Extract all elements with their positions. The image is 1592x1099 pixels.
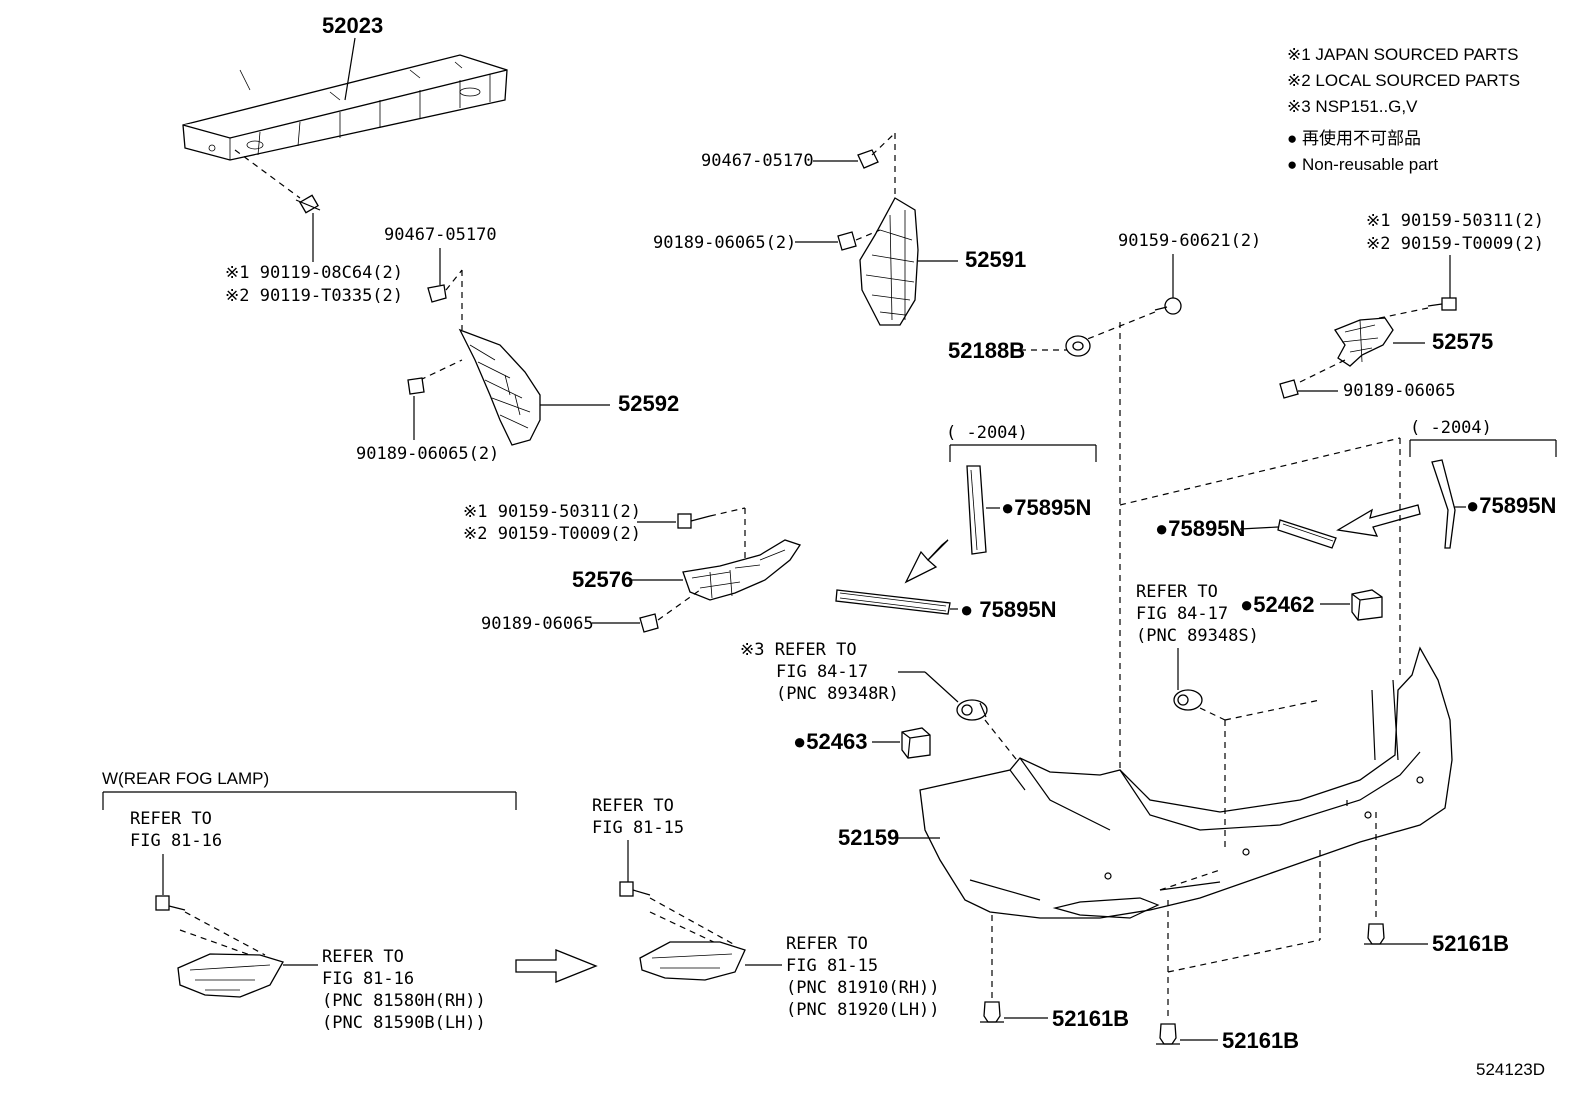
bracket-range-right: [1409, 439, 1557, 457]
bracket-52575[interactable]: [1334, 317, 1394, 367]
label-ref-81-15-b: FIG 81-15: [592, 818, 684, 838]
label-52188B: 52188B: [948, 338, 1025, 363]
label-90189-left-retainer: 90189-06065(2): [356, 444, 499, 464]
label-refS-pnc: (PNC 89348S): [1136, 626, 1259, 646]
clip-52161B-center[interactable]: [1156, 1023, 1180, 1045]
label-rear-fog-lamp: W(REAR FOG LAMP): [102, 769, 269, 788]
clip-90189-left-bracket[interactable]: [639, 613, 659, 633]
label-ref-81-15l-a: REFER TO: [786, 934, 868, 954]
reinforcement-52023[interactable]: [182, 54, 508, 161]
label-90189-center-retainer: 90189-06065(2): [653, 233, 796, 253]
label-52023: 52023: [322, 13, 383, 38]
label-75895N-left-upright: ●75895N: [1001, 495, 1091, 520]
label-75895N-left-flat: ● 75895N: [960, 597, 1056, 622]
label-ref3-pnc: (PNC 89348R): [776, 684, 899, 704]
clip-52188B[interactable]: [1065, 335, 1091, 357]
label-52161B-left: 52161B: [1052, 1006, 1129, 1031]
clip-90189-left[interactable]: [407, 377, 425, 395]
label-75895N-right-upright: ●75895N: [1466, 493, 1556, 518]
label-52575: 52575: [1432, 329, 1493, 354]
legend-local-sourced: ※2 LOCAL SOURCED PARTS: [1287, 71, 1520, 90]
label-ref-81-16l-d: (PNC 81590B(LH)): [322, 1013, 486, 1033]
arrow-right-reflector: [1336, 504, 1421, 537]
screw-fog-lamp-left[interactable]: [155, 895, 186, 911]
bolt-90119[interactable]: [295, 194, 321, 214]
label-90159-left-local: ※2 90159-T0009(2): [463, 524, 641, 544]
label-range-left: ( -2004): [946, 423, 1028, 443]
arrow-fog-lamp: [515, 949, 598, 983]
label-90159-left-japan: ※1 90159-50311(2): [463, 502, 641, 522]
fog-lamp-old[interactable]: [177, 953, 284, 998]
bracket-52576[interactable]: [682, 539, 802, 601]
label-range-right: ( -2004): [1410, 418, 1492, 438]
arrow-left-reflector: [904, 539, 949, 584]
label-ref3-fig: FIG 84-17: [776, 662, 868, 682]
label-ref-81-15-a: REFER TO: [592, 796, 674, 816]
label-refS-refer: REFER TO: [1136, 582, 1218, 602]
label-ref-81-15l-c: (PNC 81910(RH)): [786, 978, 940, 998]
diagram-id: 524123D: [1476, 1060, 1545, 1079]
label-52159: 52159: [838, 825, 899, 850]
label-52591: 52591: [965, 247, 1026, 272]
label-ref-81-16-b: FIG 81-16: [130, 831, 222, 851]
reflector-75895N-right-upright[interactable]: [1431, 459, 1456, 549]
bracket-fog-lamp: [102, 791, 517, 810]
reflector-75895N-left-flat[interactable]: [835, 589, 951, 615]
reflector-75895N-left-upright[interactable]: [966, 465, 987, 555]
label-90119-local: ※2 90119-T0335(2): [225, 286, 403, 306]
label-52463: ●52463: [793, 729, 867, 754]
legend-non-reusable-jp: ● 再使用不可部品: [1287, 128, 1421, 148]
retainer-52591[interactable]: [859, 197, 919, 326]
label-90119-japan: ※1 90119-08C64(2): [225, 263, 403, 283]
label-refS-fig: FIG 84-17: [1136, 604, 1228, 624]
label-52161B-center: 52161B: [1222, 1028, 1299, 1053]
bracket-range-left: [949, 444, 1097, 462]
legend-non-reusable-en: ● Non-reusable part: [1287, 155, 1438, 174]
bumper-cover-52159[interactable]: [919, 646, 1453, 919]
sensor-89348R[interactable]: [956, 699, 988, 721]
label-52462: ●52462: [1240, 592, 1314, 617]
label-ref-81-15l-b: FIG 81-15: [786, 956, 878, 976]
pad-52463[interactable]: [901, 727, 931, 759]
label-ref-81-16-a: REFER TO: [130, 809, 212, 829]
clip-90467-left[interactable]: [427, 284, 447, 303]
sensor-89348S[interactable]: [1173, 689, 1203, 711]
fog-lamp-new[interactable]: [639, 941, 746, 981]
label-75895N-right-flat: ●75895N: [1155, 516, 1245, 541]
label-ref3-refer: ※3 REFER TO: [740, 640, 857, 660]
clip-52161B-right[interactable]: [1364, 923, 1388, 945]
label-52592: 52592: [618, 391, 679, 416]
label-90189-left-bracket: 90189-06065: [481, 614, 594, 634]
label-ref-81-16l-a: REFER TO: [322, 947, 404, 967]
legend-japan-sourced: ※1 JAPAN SOURCED PARTS: [1287, 45, 1519, 64]
legend: ※1 JAPAN SOURCED PARTS ※2 LOCAL SOURCED …: [1287, 45, 1520, 174]
label-52161B-right: 52161B: [1432, 931, 1509, 956]
label-ref-81-16l-b: FIG 81-16: [322, 969, 414, 989]
legend-nsp151: ※3 NSP151..G,V: [1287, 97, 1418, 116]
retainer-52592[interactable]: [458, 328, 541, 446]
label-90467-center: 90467-05170: [701, 151, 814, 171]
screw-90159-left[interactable]: [677, 513, 711, 529]
label-90189-right: 90189-06065: [1343, 381, 1456, 401]
clip-90189-right[interactable]: [1279, 379, 1299, 399]
screw-90159-right[interactable]: [1427, 297, 1457, 311]
reflector-75895N-right-flat[interactable]: [1277, 519, 1337, 549]
label-90159-right-local: ※2 90159-T0009(2): [1366, 234, 1544, 254]
label-90467-left: 90467-05170: [384, 225, 497, 245]
label-90159-right-japan: ※1 90159-50311(2): [1366, 211, 1544, 231]
label-52576: 52576: [572, 567, 633, 592]
label-ref-81-16l-c: (PNC 81580H(RH)): [322, 991, 486, 1011]
pad-52462[interactable]: [1351, 589, 1383, 621]
screw-90159-60621[interactable]: [1154, 297, 1182, 315]
screw-fog-lamp-new[interactable]: [619, 881, 651, 897]
label-ref-81-15l-d: (PNC 81920(LH)): [786, 1000, 940, 1020]
clip-52161B-left[interactable]: [980, 1001, 1004, 1023]
label-90159-60621: 90159-60621(2): [1118, 231, 1261, 251]
clip-90189-center[interactable]: [837, 231, 857, 251]
